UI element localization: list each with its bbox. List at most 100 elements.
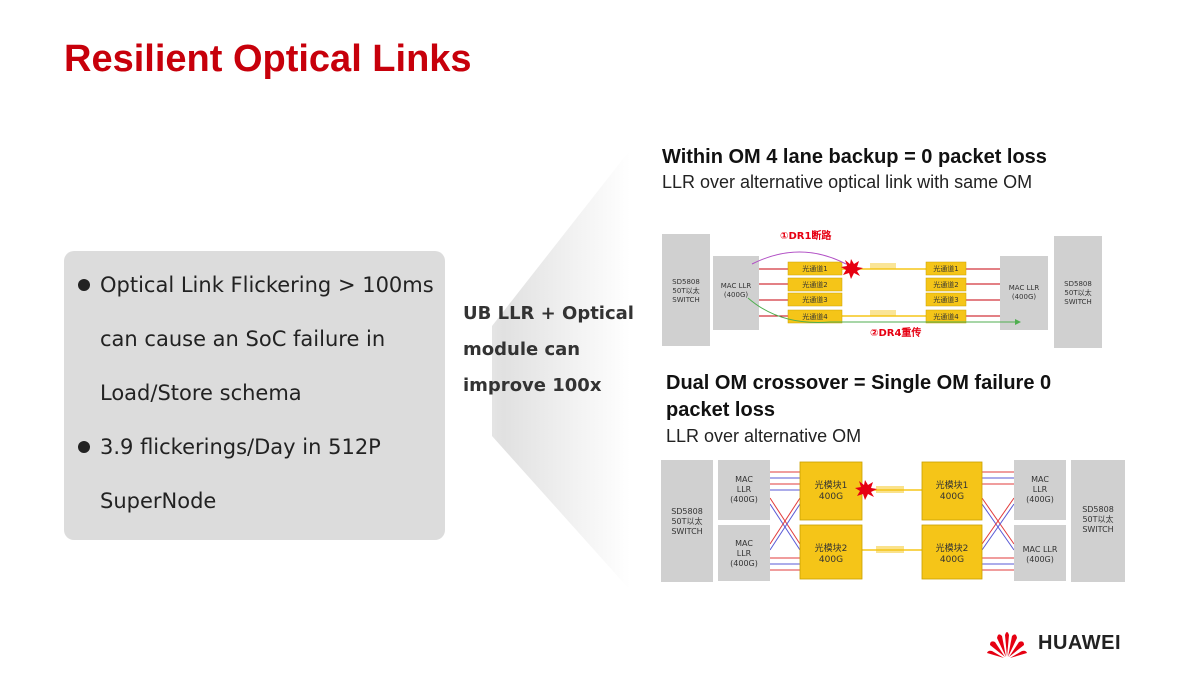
lane-right-label: 光通道3 — [933, 295, 958, 304]
switch-right-label: SD5808 — [1064, 280, 1092, 288]
crossover-line — [981, 497, 1015, 545]
mac-right-label: (400G) — [1012, 293, 1037, 301]
om-label: 光模块2 — [936, 542, 969, 554]
crossover-line — [981, 503, 1015, 551]
lane-box-right — [925, 261, 967, 276]
lane-box-left — [787, 277, 843, 292]
fiber-label-chip — [876, 546, 904, 553]
om-label: 光模块1 — [936, 479, 969, 491]
bullet-dot-icon — [78, 279, 90, 291]
fiber-label-chip — [870, 310, 896, 316]
mac-label: MAC — [1031, 475, 1049, 484]
break-burst-icon — [841, 259, 863, 279]
mac-label: (400G) — [730, 559, 758, 568]
failure-burst-icon — [855, 480, 877, 500]
optical-module-right-bottom — [921, 524, 983, 580]
mac-label: LLR — [737, 549, 752, 558]
mac-label: MAC LLR — [1023, 545, 1058, 554]
callout-line: module can — [463, 339, 581, 360]
callout-line: improve 100x — [463, 375, 602, 396]
lane-left-label: 光通道4 — [802, 312, 828, 321]
crossover-line — [769, 497, 801, 545]
switch-right-label: 50T以太 — [1082, 514, 1113, 524]
bullet-text: 3.9 flickerings/Day in 512P SuperNode — [100, 435, 381, 513]
mac-llr-left — [713, 256, 759, 330]
switch-right — [1054, 236, 1102, 348]
retransmit-arrow — [747, 297, 1015, 323]
optical-module-left-top — [799, 461, 863, 521]
om-label: 400G — [819, 555, 843, 565]
lane-left-label: 光通道2 — [802, 280, 827, 289]
bullet-text: Optical Link Flickering > 100ms can caus… — [100, 273, 434, 405]
lane-left-label: 光通道3 — [802, 295, 827, 304]
fiber-label-chip — [870, 263, 896, 269]
optical-module-right-top — [921, 461, 983, 521]
brand-name: HUAWEI — [1038, 632, 1121, 654]
mac-right-label: MAC LLR — [1009, 284, 1040, 292]
mac-left-label: MAC LLR — [721, 282, 752, 290]
section2-heading-line1: Dual OM crossover = Single OM failure 0 — [666, 372, 1052, 394]
switch-left — [662, 234, 710, 346]
mac-llr-right — [1000, 256, 1048, 330]
section2-heading-line2: packet loss — [666, 399, 775, 421]
lane-left-label: 光通道1 — [802, 264, 827, 273]
dual-om-diagram: SD5808 50T以太 SWITCH SD5808 50T以太 SWITCH — [661, 460, 1125, 582]
mac-label: LLR — [737, 485, 752, 494]
lane-box-left — [787, 309, 843, 324]
improvement-callout: UB LLR + Optical module can improve 100x — [463, 296, 653, 404]
lane-right-label: 光通道4 — [933, 312, 959, 321]
lane-box-right — [925, 277, 967, 292]
switch-left-label: SD5808 — [672, 278, 700, 286]
mac-label: MAC — [735, 475, 753, 484]
mac-label: (400G) — [730, 495, 758, 504]
om-label: 400G — [940, 555, 964, 565]
switch-right-label: 50T以太 — [1064, 288, 1091, 297]
mac-llr-right-bottom — [1014, 525, 1066, 581]
switch-right-label: SWITCH — [1064, 298, 1091, 306]
switch-left-label: SWITCH — [671, 527, 702, 536]
mac-llr-left-bottom — [718, 525, 770, 581]
om-label: 光模块1 — [815, 479, 848, 491]
lane-backup-diagram: SD5808 50T以太 SWITCH SD5808 50T以太 SWITCH … — [662, 229, 1102, 348]
arrow-head-icon — [1015, 319, 1021, 325]
mac-label: LLR — [1033, 485, 1048, 494]
om-label: 400G — [819, 492, 843, 502]
switch-right — [1071, 460, 1125, 582]
om-label: 光模块2 — [815, 542, 848, 554]
mac-label: (400G) — [1026, 495, 1054, 504]
lane-box-left — [787, 261, 843, 276]
lane-right-label: 光通道2 — [933, 280, 958, 289]
huawei-logo-icon — [987, 632, 1027, 658]
mac-label: MAC — [735, 539, 753, 548]
lane-box-left — [787, 292, 843, 307]
break-arrow — [751, 251, 847, 265]
mac-label: (400G) — [1026, 555, 1054, 564]
lane-right-label: 光通道1 — [933, 264, 958, 273]
section1-subheading: LLR over alternative optical link with s… — [662, 172, 1033, 192]
break-label: ①DR1断路 — [780, 229, 832, 242]
bullet-dot-icon — [78, 441, 90, 453]
switch-left-label: SWITCH — [672, 296, 699, 304]
bullet-list: Optical Link Flickering > 100ms can caus… — [78, 258, 443, 528]
page-title: Resilient Optical Links — [64, 38, 472, 80]
switch-left-label: SD5808 — [671, 507, 703, 516]
fiber-label-chip — [876, 486, 904, 493]
switch-left-label: 50T以太 — [672, 286, 699, 295]
switch-left-label: 50T以太 — [671, 516, 702, 526]
switch-left — [661, 460, 713, 582]
om-label: 400G — [940, 492, 964, 502]
lane-box-right — [925, 309, 967, 324]
mac-llr-right-top — [1014, 460, 1066, 520]
switch-right-label: SD5808 — [1082, 505, 1114, 514]
lane-box-right — [925, 292, 967, 307]
switch-right-label: SWITCH — [1082, 525, 1113, 534]
retransmit-label: ②DR4重传 — [870, 326, 921, 339]
section1-heading: Within OM 4 lane backup = 0 packet loss — [662, 146, 1047, 168]
callout-line: UB LLR + Optical — [463, 303, 634, 324]
crossover-line — [769, 503, 801, 551]
mac-llr-left-top — [718, 460, 770, 520]
left-panel — [64, 251, 445, 540]
optical-module-left-bottom — [799, 524, 863, 580]
bullet-item: Optical Link Flickering > 100ms can caus… — [78, 258, 443, 420]
bullet-item: 3.9 flickerings/Day in 512P SuperNode — [78, 420, 443, 528]
